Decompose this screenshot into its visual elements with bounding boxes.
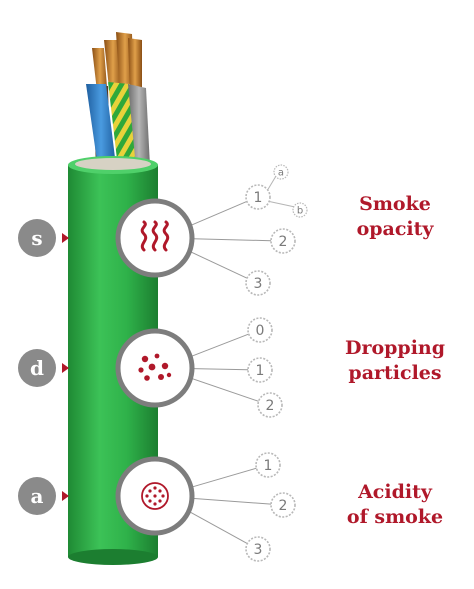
category-badges: s d a	[18, 219, 69, 515]
level-label: 1	[254, 190, 263, 206]
badge-circle	[18, 477, 56, 515]
arrow-right-icon	[62, 363, 69, 373]
connector-lines	[188, 175, 296, 544]
level-ring	[270, 228, 296, 254]
level-marker: 3	[245, 270, 271, 296]
level-marker: 2	[270, 492, 296, 518]
level-ring	[245, 536, 271, 562]
category-badge-a: a	[18, 477, 69, 515]
level-ring	[247, 357, 273, 383]
level-marker: 3	[245, 536, 271, 562]
acid-particles-icon	[141, 482, 169, 510]
category-badge-d: d	[18, 349, 69, 387]
connector-line	[266, 175, 277, 192]
connector-line	[188, 510, 248, 544]
level-ring	[255, 452, 281, 478]
heading-acidity-of-smoke: Acidity of smoke	[330, 480, 460, 530]
heading-line: Acidity	[358, 481, 432, 503]
connector-line	[192, 368, 249, 371]
connector-line	[190, 377, 259, 402]
sublevel-ring	[273, 164, 289, 180]
category-circles	[115, 198, 195, 536]
badge-letter: d	[30, 356, 44, 380]
droplets-icon	[138, 353, 172, 381]
level-label: 3	[254, 276, 263, 292]
level-label: 2	[279, 498, 288, 514]
category-circle-a	[115, 456, 195, 536]
level-label: 1	[264, 458, 273, 474]
connector-line	[190, 333, 249, 358]
connector-line	[192, 497, 272, 505]
level-ring	[270, 492, 296, 518]
level-marker: 2	[257, 392, 283, 418]
heading-dropping-particles: Dropping particles	[330, 336, 460, 386]
sublevel-ring	[292, 202, 308, 218]
heading-line: of smoke	[346, 506, 444, 528]
badge-letter: a	[31, 484, 44, 508]
level-label: 0	[256, 323, 265, 339]
level-ring	[257, 392, 283, 418]
level-label: 2	[279, 234, 288, 250]
level-markers: 1 2 3 a b 0 1 2 1 2 3	[245, 164, 308, 562]
level-ring	[247, 317, 273, 343]
badge-circle	[18, 349, 56, 387]
level-ring	[245, 270, 271, 296]
cable-conductors	[86, 32, 150, 168]
category-circle-s	[115, 198, 195, 278]
connector-line	[189, 200, 248, 227]
sublevel-label: a	[278, 168, 284, 179]
level-marker: 1	[245, 184, 271, 210]
sublevel-marker: a	[273, 164, 289, 180]
heading-line: Dropping	[344, 337, 446, 359]
level-ring	[245, 184, 271, 210]
level-marker: 2	[270, 228, 296, 254]
category-circle-ring	[115, 198, 195, 278]
arrow-right-icon	[62, 233, 69, 243]
category-badge-s: s	[18, 219, 69, 257]
category-circle-d	[115, 328, 195, 408]
badge-circle	[18, 219, 56, 257]
level-marker: 1	[247, 357, 273, 383]
smoke-icon	[140, 220, 170, 252]
level-marker: 1	[255, 452, 281, 478]
level-marker: 0	[247, 317, 273, 343]
arrow-right-icon	[62, 491, 69, 501]
level-label: 2	[266, 398, 275, 414]
level-label: 3	[254, 542, 263, 558]
badge-letter: s	[31, 226, 42, 250]
level-label: 1	[256, 363, 265, 379]
heading-smoke-opacity: Smoke opacity	[330, 192, 460, 242]
heading-line: Smoke	[359, 193, 431, 215]
sublevel-label: b	[297, 206, 303, 217]
connector-line	[266, 200, 296, 208]
connector-line	[191, 467, 257, 488]
heading-line: particles	[348, 362, 442, 384]
connector-line	[192, 238, 272, 242]
sublevel-marker: b	[292, 202, 308, 218]
connector-line	[189, 250, 248, 279]
heading-line: opacity	[356, 218, 434, 240]
